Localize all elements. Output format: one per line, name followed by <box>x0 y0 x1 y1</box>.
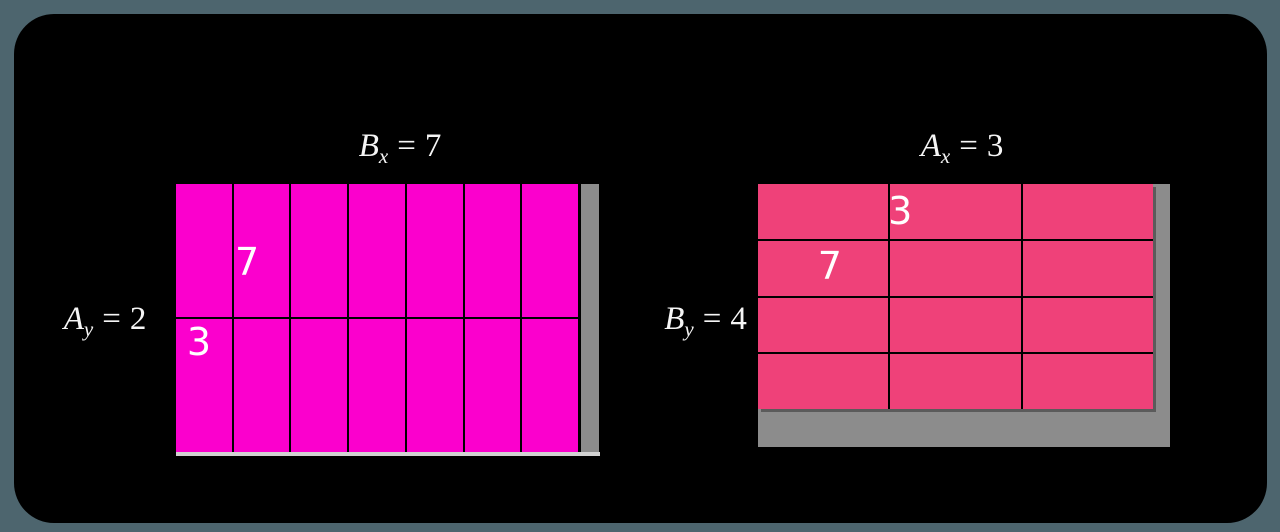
left-grid <box>176 184 578 452</box>
cell-count-label: 7 <box>235 239 260 284</box>
right-grid-title: Ax =3 <box>812 126 1112 176</box>
grid-cell <box>1022 297 1153 353</box>
grid-cell <box>349 184 405 317</box>
grid-cell <box>1022 240 1153 296</box>
grid-cell <box>522 319 578 452</box>
grid-cell <box>406 184 463 317</box>
value-number: 4 <box>730 301 747 337</box>
variable-letter: B <box>664 301 685 337</box>
right-grid <box>758 184 1153 409</box>
grid-cell <box>464 319 521 452</box>
grid-cell <box>522 184 578 317</box>
left-grid-title: Bx =7 <box>250 126 550 176</box>
grid-cell <box>291 184 348 317</box>
grid-cell <box>1022 354 1153 409</box>
grid-cell <box>176 319 232 452</box>
equals-sign: = <box>959 128 978 164</box>
variable-subscript: x <box>940 144 951 168</box>
grid-cell <box>406 319 463 452</box>
equals-sign: = <box>397 128 416 164</box>
value-number: 3 <box>986 128 1004 164</box>
variable-letter: B <box>358 128 379 164</box>
grid-cell <box>1022 184 1153 239</box>
grid-cell <box>758 297 889 353</box>
right-grid-side-label: By =4 <box>648 299 763 349</box>
grid-cell <box>349 319 405 452</box>
cell-count-label: 3 <box>186 320 211 365</box>
variable-subscript: y <box>684 317 694 341</box>
cell-count-label: 7 <box>817 244 842 289</box>
value-number: 2 <box>129 301 147 337</box>
variable-letter: A <box>920 128 941 164</box>
variable-subscript: x <box>378 144 389 168</box>
grid-cell <box>890 354 1021 409</box>
grid-cell <box>890 184 1021 239</box>
variable-letter: A <box>63 301 84 337</box>
grid-cell <box>890 297 1021 353</box>
left-grid-side-label: Ay =2 <box>40 299 170 349</box>
equals-sign: = <box>102 301 121 337</box>
grid-cell <box>464 184 521 317</box>
grid-cell <box>291 319 348 452</box>
equals-sign: = <box>702 301 722 337</box>
variable-subscript: y <box>83 317 94 341</box>
grid-cell <box>758 354 889 409</box>
value-number: 7 <box>424 128 442 164</box>
grid-cell <box>233 319 290 452</box>
grid-cell <box>758 240 889 296</box>
grid-cell <box>890 240 1021 296</box>
grid-cell <box>233 184 290 317</box>
grid-cell <box>176 184 232 317</box>
left-grid-gray-bar <box>581 184 599 452</box>
right-grid-backdrop: 3 7 <box>758 184 1170 447</box>
left-grid-baseline <box>176 452 600 456</box>
grid-cell <box>758 184 889 239</box>
cell-count-label: 3 <box>888 189 913 233</box>
